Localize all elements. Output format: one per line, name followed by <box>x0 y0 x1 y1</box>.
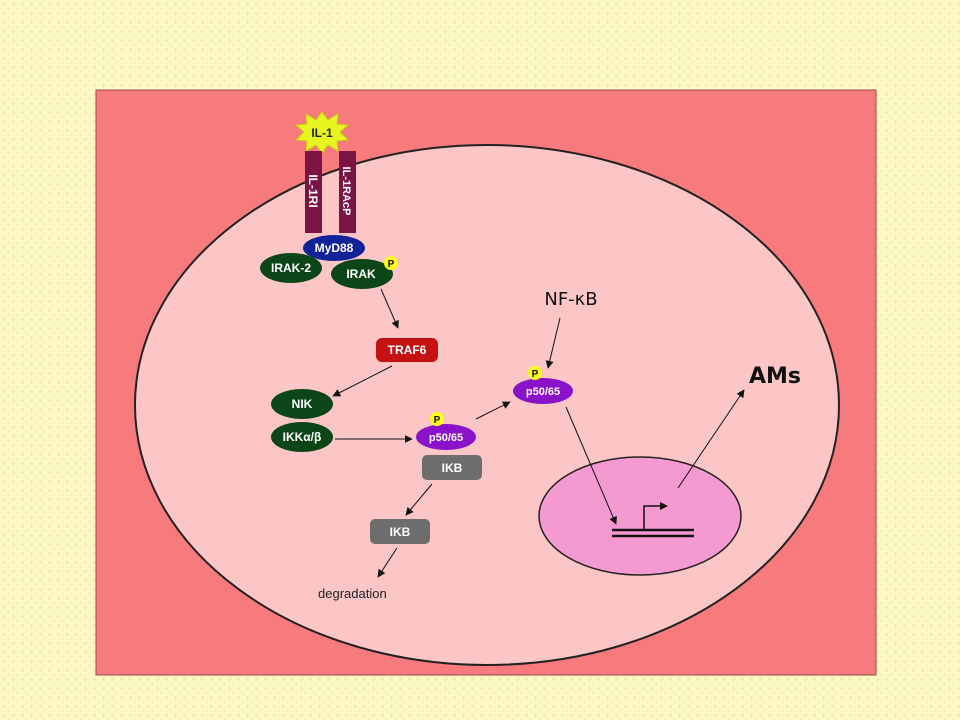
ikb-bound-label: IKB <box>442 461 463 475</box>
il1racp-receptor: IL-1RAcP <box>339 151 356 233</box>
nucleus <box>538 456 742 576</box>
arrow-irak-to-traf6 <box>380 288 399 329</box>
gene-promoter-icon <box>612 502 694 538</box>
ikk-label: IKKα/β <box>283 430 322 444</box>
p5065-activated-label: p50/65 <box>526 386 560 398</box>
ikb-released-label: IKB <box>390 525 411 539</box>
irak2-label: IRAK-2 <box>271 261 311 275</box>
p5065-cytoplasm-label: p50/65 <box>429 432 463 444</box>
p5065-cytoplasm-protein: p50/65 <box>416 424 476 450</box>
p5065-cytoplasm-phospho-badge: P <box>430 412 444 426</box>
arrow-ikb-to-degradation <box>377 547 398 578</box>
traf6-protein: TRAF6 <box>376 338 438 362</box>
nik-protein: NIK <box>271 389 333 419</box>
il1ri-label: IL-1RI <box>306 174 320 207</box>
myd88-protein: MyD88 <box>303 235 365 261</box>
il1ri-receptor: IL-1RI <box>305 151 322 233</box>
irak-phospho-label: P <box>388 259 395 270</box>
irak-phospho-badge: P <box>384 256 398 270</box>
arrow-traf6-to-nik <box>332 365 393 397</box>
arrow-p5065-to-nucleus <box>565 406 617 525</box>
ikb-bound-protein: IKB <box>422 455 482 480</box>
ams-label: AMs <box>749 364 801 389</box>
ikk-protein: IKKα/β <box>271 422 333 452</box>
myd88-label: MyD88 <box>315 241 354 255</box>
arrow-ikb-release <box>405 483 433 516</box>
irak-protein: IRAK <box>331 259 393 289</box>
irak-label: IRAK <box>346 267 376 281</box>
arrow-gene-to-ams <box>677 389 745 489</box>
traf6-label: TRAF6 <box>388 343 427 357</box>
p5065-activated-phospho-label: P <box>532 369 539 380</box>
il1racp-label: IL-1RAcP <box>340 167 352 216</box>
p5065-activated-protein: p50/65 <box>513 378 573 404</box>
p5065-cytoplasm-phospho-label: P <box>434 415 441 426</box>
degradation-label: degradation <box>318 586 387 601</box>
p5065-activated-phospho-badge: P <box>528 366 542 380</box>
nfkb-label: NF-κB <box>544 289 597 310</box>
arrow-nfkb-to-p5065 <box>545 317 561 369</box>
irak2-protein: IRAK-2 <box>260 253 322 283</box>
ikb-released-protein: IKB <box>370 519 430 544</box>
nik-label: NIK <box>292 397 313 411</box>
il1-label: IL-1 <box>311 126 333 140</box>
arrow-p5065-to-activated <box>475 401 511 420</box>
